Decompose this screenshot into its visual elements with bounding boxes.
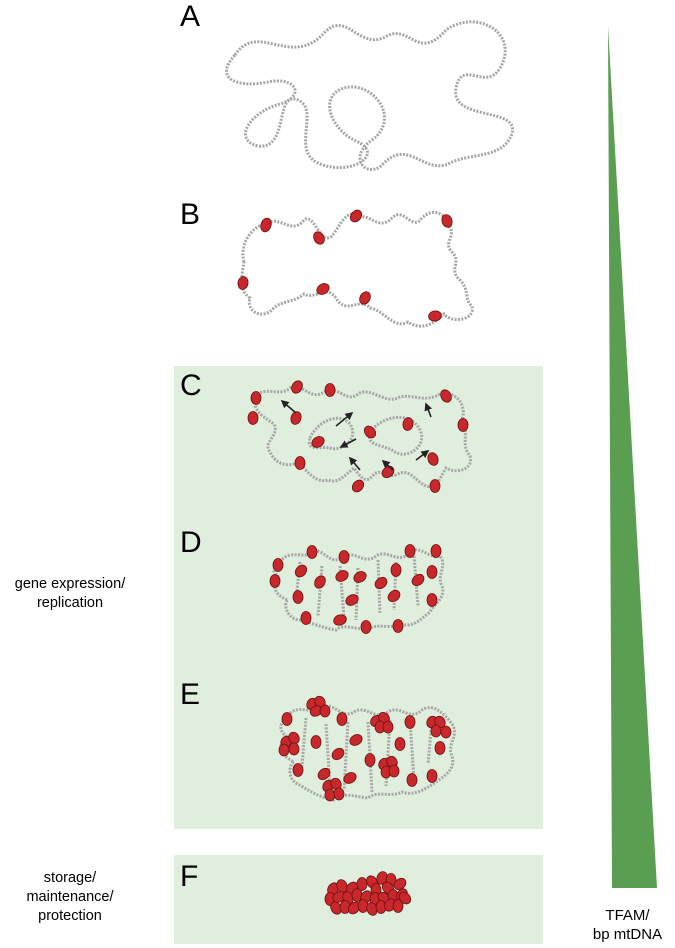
- storage-maintenance-protection-label: storage/ maintenance/ protection: [10, 869, 130, 926]
- panel-label-a: A: [180, 0, 201, 33]
- panel-label-d: D: [180, 526, 202, 559]
- panel-label-c: C: [180, 369, 202, 402]
- mtdna-loop-panel-a: [225, 20, 514, 171]
- compacted-nucleoid-panel-f: [324, 871, 412, 916]
- tfam-per-bp-mtdna-label: TFAM/ bp mtDNA: [580, 906, 675, 944]
- gene-expression-label-line1: gene expression/: [14, 576, 126, 592]
- mtdna-loop-panel-c: [253, 384, 473, 489]
- gene-expression-label-line2: replication: [36, 595, 104, 611]
- panel-label-f: F: [180, 860, 199, 893]
- ratio-label-line1: TFAM/: [605, 907, 650, 924]
- gene-expression-replication-label: gene expression/ replication: [0, 575, 140, 613]
- tfam-bridging-arrows: [280, 399, 433, 471]
- storage-label-line3: protection: [38, 908, 102, 924]
- tfam-group-panel-e: [278, 695, 452, 802]
- tfam-group-panel-c: [247, 380, 469, 493]
- tfam-group-panel-d: [269, 544, 442, 634]
- ratio-label-line2: bp mtDNA: [592, 926, 663, 943]
- tfam-group-panel-b: [237, 209, 453, 322]
- tfam-ratio-gradient-wedge: [608, 26, 657, 888]
- storage-label-line1: storage/: [43, 870, 97, 886]
- gene-expression-region-background: [174, 366, 543, 829]
- mtdna-loop-panel-b: [240, 210, 474, 328]
- mtdna-loop-panel-d: [272, 548, 445, 632]
- storage-label-line2: maintenance/: [26, 889, 114, 905]
- panel-label-e: E: [180, 678, 201, 711]
- panel-label-b: B: [180, 198, 201, 231]
